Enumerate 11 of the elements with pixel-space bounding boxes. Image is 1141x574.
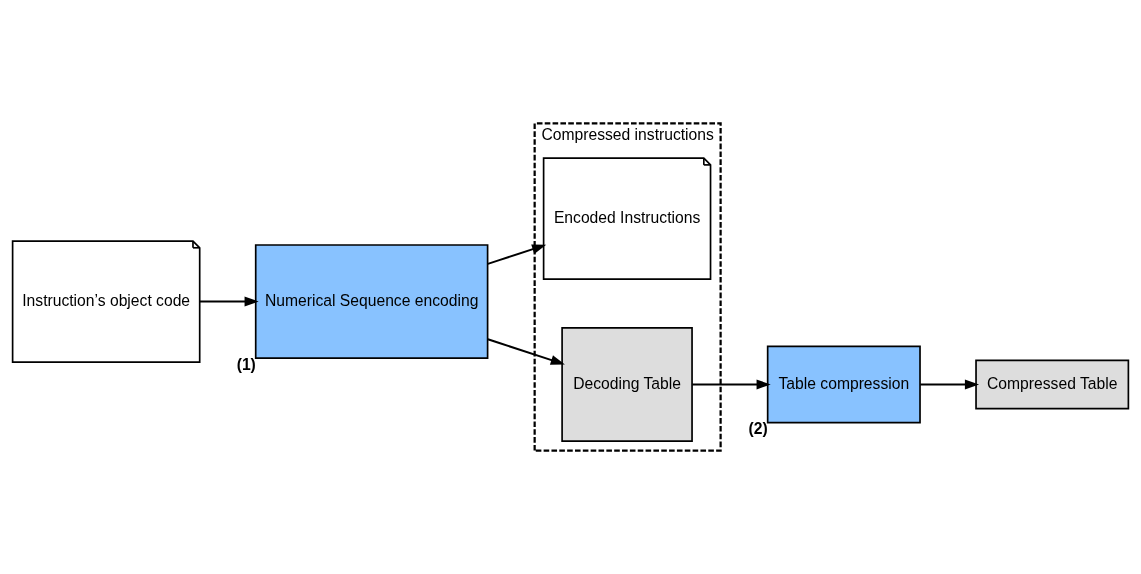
arrow — [487, 244, 547, 265]
node-box: Numerical Sequence encoding — [254, 244, 489, 359]
arrow — [487, 338, 565, 365]
node-label: (2) — [748, 419, 768, 437]
node-box: Compressed Table — [975, 359, 1130, 410]
node-label: (1) — [236, 355, 256, 373]
arrow — [920, 379, 980, 390]
node-box: Table compression — [766, 345, 921, 424]
arrow — [199, 296, 259, 307]
node-box: Decoding Table — [561, 327, 693, 442]
arrow — [692, 379, 771, 390]
